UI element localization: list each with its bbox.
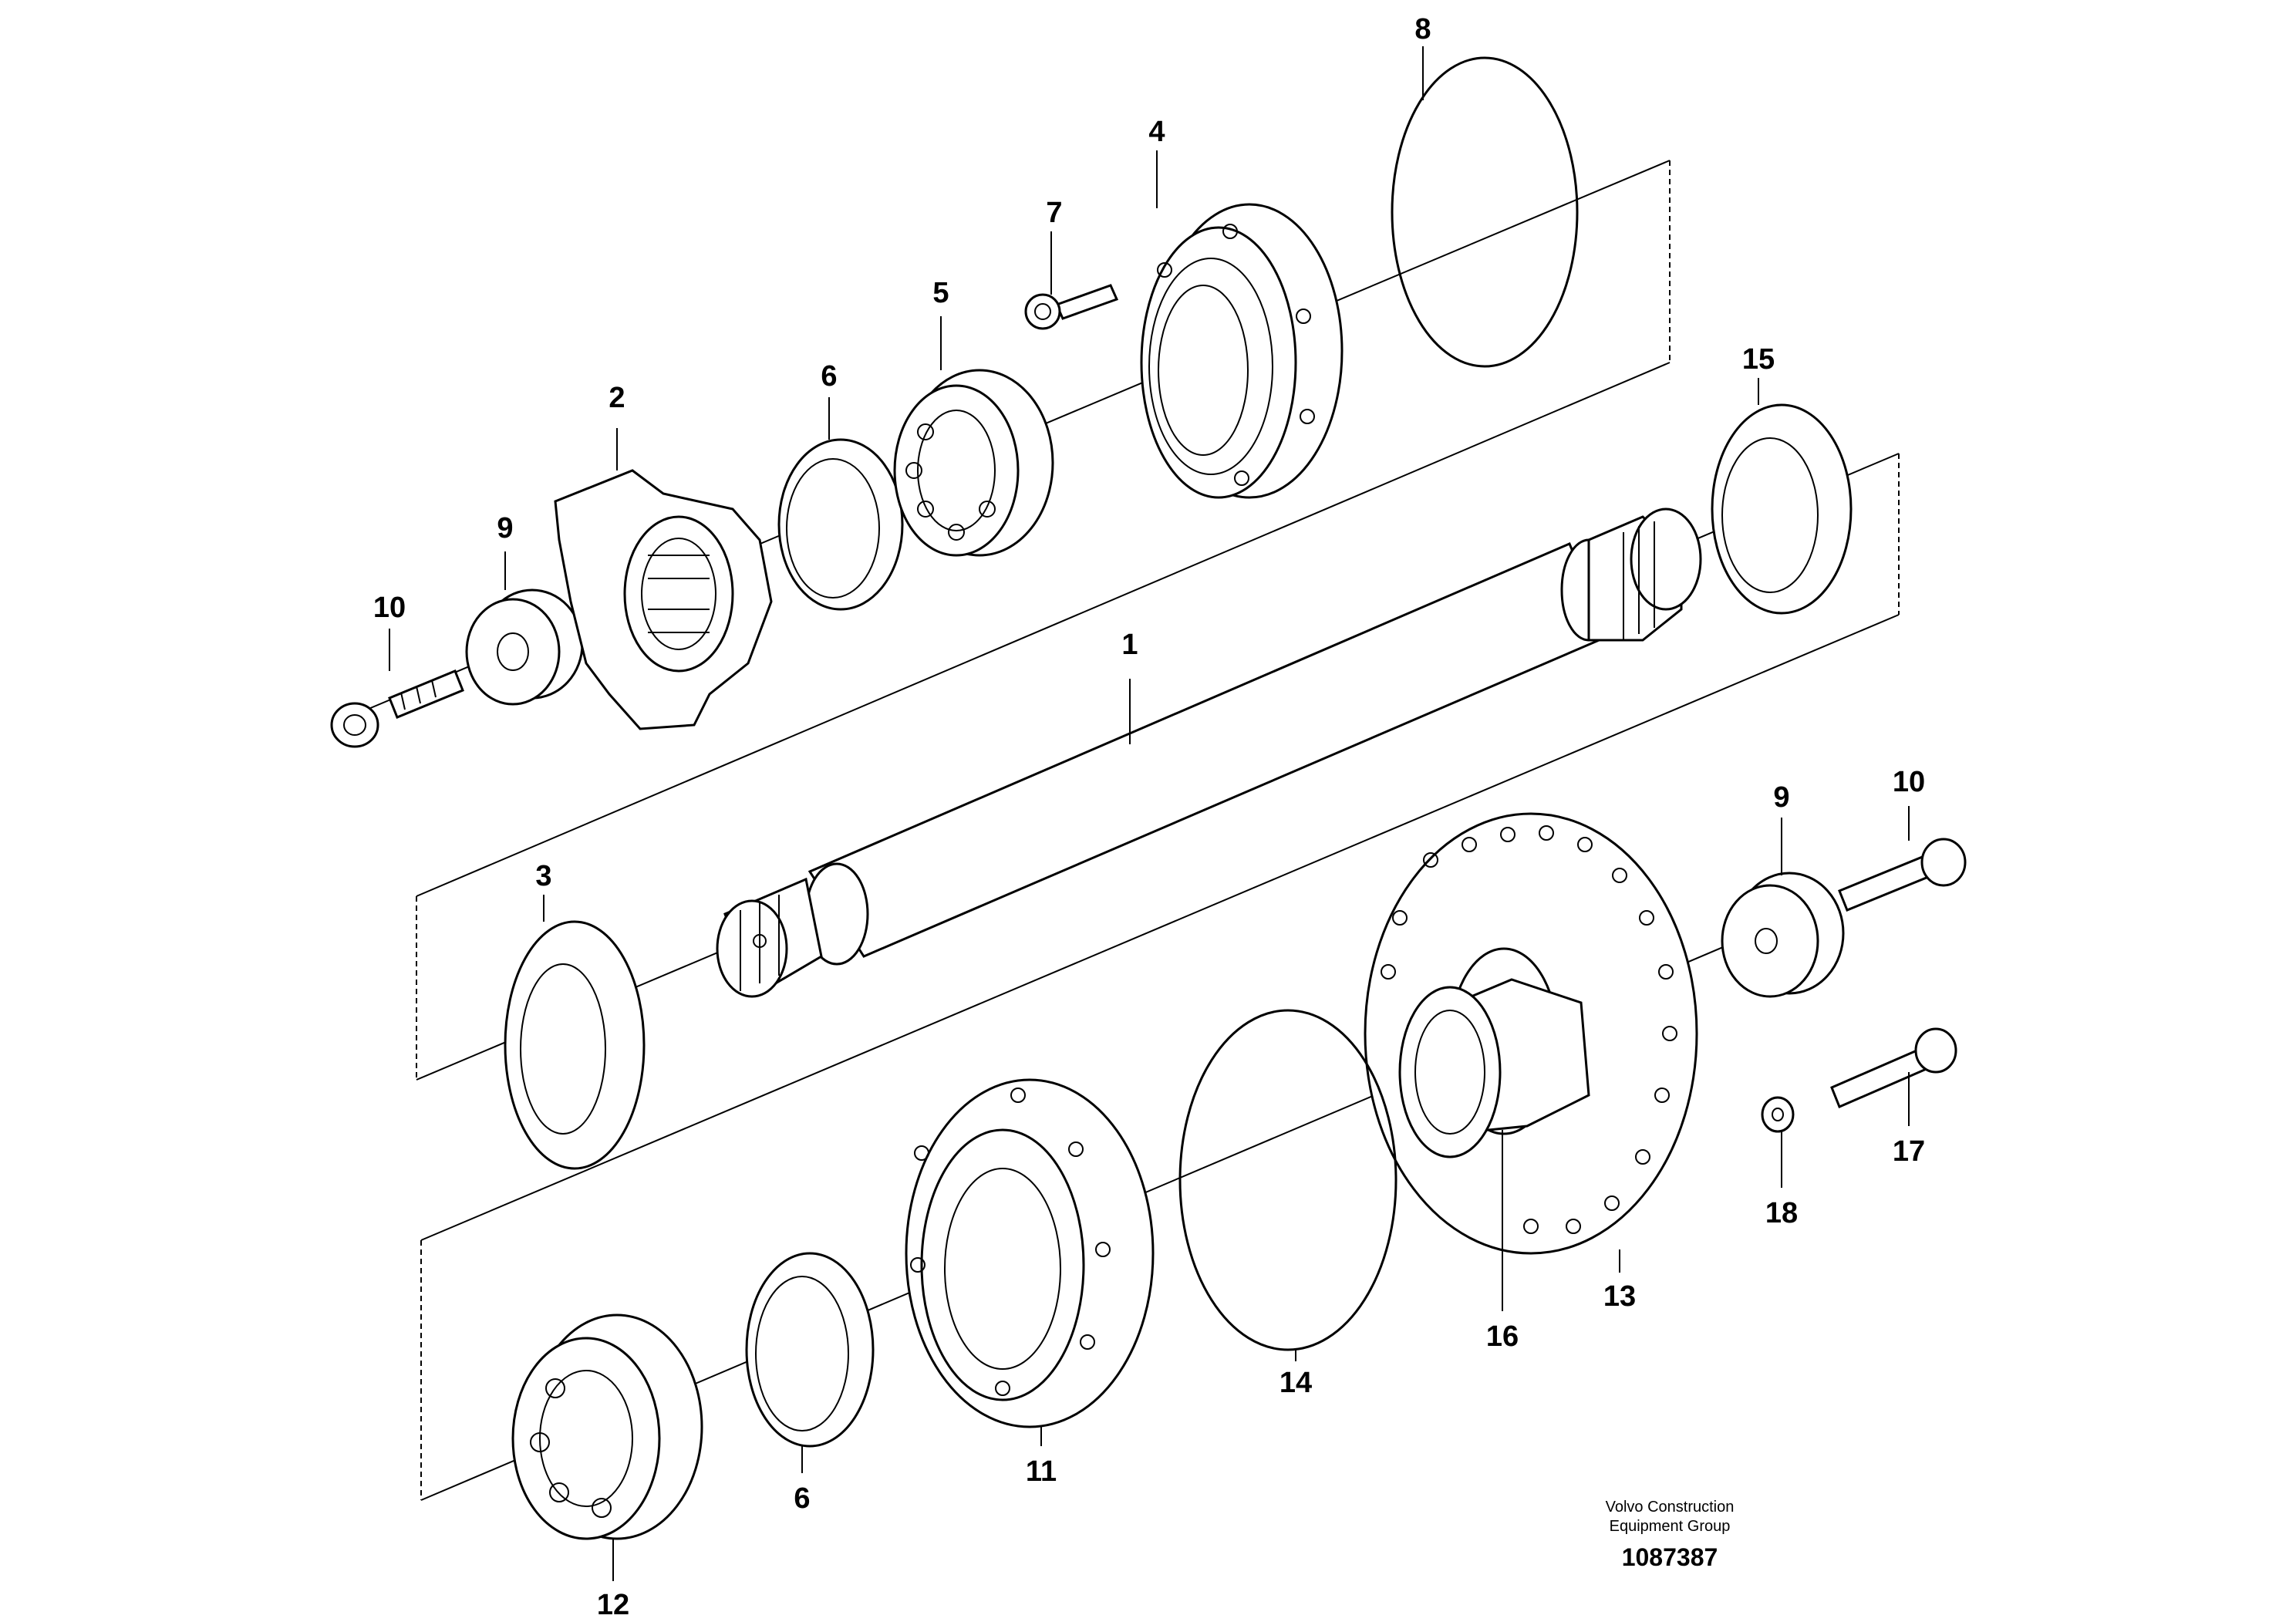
callout-12: 12 [597, 1589, 629, 1621]
seal-ring-upper [777, 438, 904, 611]
leader-lines [389, 46, 1910, 1581]
callout-10-lower: 10 [1893, 766, 1925, 798]
callout-1: 1 [1121, 629, 1138, 661]
drive-shaft [716, 508, 1702, 998]
footer-drawing-number: 1087387 [1622, 1543, 1718, 1571]
callout-9-upper: 9 [497, 512, 513, 545]
lower-boundary-line [420, 614, 1900, 1241]
washer-small-18 [1761, 1096, 1795, 1133]
callout-10-upper: 10 [373, 592, 406, 624]
callout-15: 15 [1742, 343, 1775, 376]
seal-cover [905, 1078, 1155, 1428]
footer-company-line2: Equipment Group [1610, 1518, 1731, 1535]
hub-flange [1364, 812, 1698, 1255]
bolt-lower-upper [1838, 838, 1967, 912]
callout-3: 3 [535, 860, 551, 892]
seal-left [504, 920, 646, 1170]
callout-14: 14 [1279, 1367, 1312, 1399]
bolt-17 [1830, 1027, 1957, 1108]
callout-8: 8 [1414, 13, 1431, 46]
bearing-housing [1140, 203, 1344, 499]
callout-2: 2 [609, 382, 625, 414]
callout-5: 5 [932, 277, 949, 309]
upper-boundary-line [416, 362, 1671, 897]
bolt-small [1024, 284, 1119, 330]
bearing-lower [511, 1313, 703, 1540]
bearing-upper [893, 369, 1054, 557]
callout-6-lower: 6 [794, 1482, 810, 1515]
callout-13: 13 [1603, 1280, 1636, 1313]
footer-company-line1: Volvo Construction [1606, 1499, 1735, 1516]
callout-4: 4 [1148, 116, 1165, 148]
seal-ring-lower [745, 1252, 875, 1448]
o-ring-upper [1391, 56, 1579, 368]
callout-16: 16 [1486, 1320, 1519, 1353]
washer-lower [1721, 872, 1845, 998]
washer-upper [465, 588, 584, 706]
o-ring-lower [1178, 1009, 1397, 1351]
callout-18: 18 [1765, 1197, 1798, 1229]
callout-17: 17 [1893, 1135, 1925, 1168]
callout-11: 11 [1026, 1455, 1057, 1488]
callout-9-lower: 9 [1773, 781, 1789, 814]
bolt-upper [330, 669, 464, 748]
flange-yoke [554, 469, 773, 730]
seal-right-upper [1711, 403, 1853, 615]
callout-6-upper: 6 [821, 360, 837, 393]
callout-7: 7 [1046, 197, 1062, 229]
